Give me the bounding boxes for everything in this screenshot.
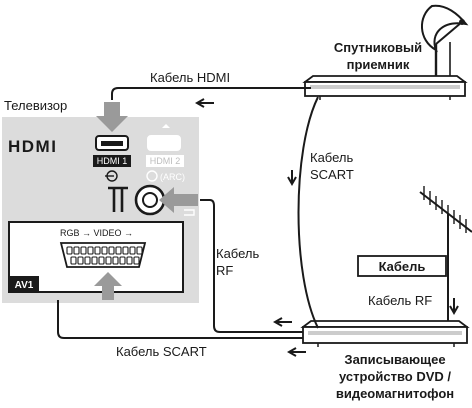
av1-label: AV1	[15, 280, 34, 291]
hdmi1-label: HDMI 1	[97, 156, 128, 166]
hdmi-cable-line	[111, 87, 311, 100]
scart-direction-arrow	[287, 170, 297, 187]
antenna-terminal-icon	[108, 184, 195, 216]
hdmi-logo: HDMI	[8, 137, 57, 156]
hdmi2-label: HDMI 2	[150, 156, 181, 166]
hdmi2-arc-label: (ARC)	[160, 172, 185, 182]
hdmi-cable-label: Кабель HDMI	[150, 70, 230, 85]
rf-direction-arrow	[272, 317, 292, 327]
scart-cable-label-1: Кабель	[310, 150, 353, 165]
satellite-receiver-device	[302, 75, 468, 100]
satellite-receiver-label-1: Спутниковый	[334, 40, 422, 55]
tv-label: Телевизор	[4, 98, 67, 113]
scart-curved-cable	[297, 96, 319, 329]
rf-cable-line	[200, 199, 303, 333]
scart-pins	[66, 246, 143, 265]
cable-source-box: Кабель	[357, 255, 447, 277]
recorder-label-2: устройство DVD /	[339, 369, 451, 384]
hdmi-insert-arrow	[96, 102, 128, 132]
scart-bottom-cable-label: Кабель SCART	[116, 344, 207, 359]
scart-bottom-direction-arrow	[286, 347, 306, 357]
scart-header-label: RGB → VIDEO →	[60, 228, 133, 238]
recorder-label-3: видеомагнитофон	[336, 386, 454, 401]
rf-cable-left-label-1: Кабель	[216, 246, 259, 261]
cable-box-label: Кабель	[379, 259, 426, 274]
hdmi2-port: HDMI 2 (ARC)	[146, 124, 185, 182]
hdmi-direction-arrow	[194, 98, 214, 108]
dvd-recorder-device	[300, 320, 470, 347]
input-symbol-icon	[105, 170, 118, 182]
rf-insert-arrow	[159, 187, 198, 213]
satellite-dish-icon	[421, 4, 469, 84]
rf-cable-left-label-2: RF	[216, 263, 233, 278]
scart-socket: RGB → VIDEO → AV1	[8, 221, 184, 293]
satellite-receiver-label-2: приемник	[347, 57, 410, 72]
aerial-antenna-icon	[419, 186, 472, 284]
scart-insert-arrow	[94, 272, 122, 300]
rf-cable-right-label: Кабель RF	[368, 293, 432, 308]
tv-back-panel: HDMI HDMI 1 HDMI 2 (ARC)	[2, 117, 199, 303]
hdmi1-port: HDMI 1	[93, 135, 131, 182]
recorder-label-1: Записывающее	[344, 352, 445, 367]
scart-cable-label-2: SCART	[310, 167, 354, 182]
scart-bottom-cable	[57, 300, 303, 339]
